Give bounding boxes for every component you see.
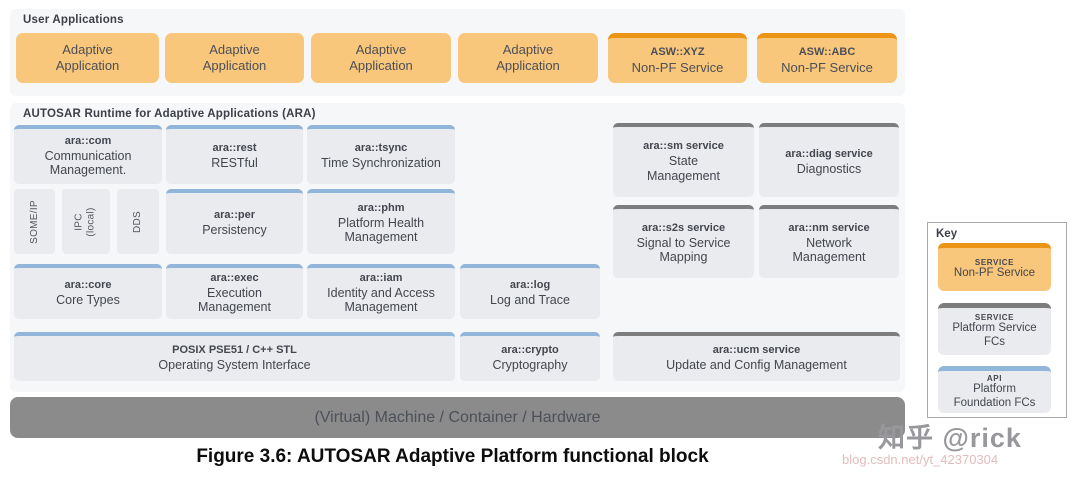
hardware-bar-label: (Virtual) Machine / Container / Hardware (314, 408, 601, 426)
block-title: POSIX PSE51 / C++ STL (172, 344, 297, 357)
block-ipc-local: IPC (local) (62, 189, 110, 254)
block-title: ara::log (509, 279, 551, 292)
block-ara-per: ara::per Persistency (166, 189, 303, 254)
user-applications-panel (10, 9, 905, 96)
block-title: ara::rest (212, 142, 257, 155)
block-subtitle: Platform Health Management (337, 215, 425, 245)
block-subtitle: Operating System Interface (158, 358, 311, 372)
block-subtitle: Time Synchronization (321, 156, 441, 170)
block-label: Adaptive Application (349, 41, 413, 73)
block-subtitle: RESTful (211, 156, 258, 170)
key-item-non-pf-service: SERVICE Non-PF Service (938, 243, 1051, 291)
block-subtitle: Communication Management. (44, 148, 132, 178)
block-subtitle: Signal to Service Mapping (636, 235, 731, 265)
block-title: ara::phm (357, 201, 405, 214)
block-asw-abc: ASW::ABC Non-PF Service (757, 33, 897, 83)
key-item-label: Non-PF Service (953, 267, 1036, 280)
block-ara-phm: ara::phm Platform Health Management (307, 189, 455, 254)
block-ara-ucm-service: ara::ucm service Update and Config Manag… (613, 332, 900, 381)
block-title: ara::s2s service (641, 221, 726, 234)
block-title: ara::nm service (788, 221, 870, 234)
block-label: IPC (local) (73, 206, 97, 237)
block-subtitle: Update and Config Management (666, 358, 847, 372)
key-item-tag: API (986, 373, 1003, 383)
key-item-label: Platform Foundation FCs (953, 382, 1036, 409)
block-ara-core: ara::core Core Types (14, 264, 162, 319)
key-item-tag: SERVICE (974, 313, 1015, 323)
csdn-watermark: blog.csdn.net/yt_42370304 (842, 452, 999, 467)
block-subtitle: Diagnostics (796, 161, 862, 176)
block-title: ara::sm service (643, 140, 724, 153)
block-label: Adaptive Application (55, 41, 120, 73)
block-subtitle: Non-PF Service (631, 59, 724, 75)
block-title: ara::per (214, 209, 255, 222)
block-subtitle: Persistency (202, 223, 267, 237)
block-title: ara::iam (359, 271, 403, 284)
ara-label: AUTOSAR Runtime for Adaptive Application… (23, 108, 316, 120)
block-label: Adaptive Application (496, 41, 560, 73)
block-subtitle: Log and Trace (490, 293, 570, 307)
block-title: ASW::XYZ (650, 46, 705, 59)
block-label: DDS (131, 210, 143, 233)
block-ara-exec: ara::exec Execution Management (166, 264, 303, 319)
block-subtitle: State Management (647, 154, 720, 183)
block-ara-iam: ara::iam Identity and Access Management (307, 264, 455, 319)
block-adaptive-application-3: Adaptive Application (311, 33, 451, 83)
figure-caption: Figure 3.6: AUTOSAR Adaptive Platform fu… (196, 446, 709, 467)
block-label: SOME/IP (28, 199, 40, 244)
block-subtitle: Execution Management (198, 285, 271, 315)
zhihu-watermark: 知乎 @rick (878, 423, 1022, 453)
hardware-bar: (Virtual) Machine / Container / Hardware (10, 397, 905, 438)
key-item-tag: SERVICE (974, 258, 1015, 268)
block-adaptive-application-4: Adaptive Application (458, 33, 598, 83)
block-ara-s2s-service: ara::s2s service Signal to Service Mappi… (613, 205, 754, 278)
block-title: ara::ucm service (712, 344, 801, 357)
key-item-platform-service-fcs: SERVICE Platform Service FCs (938, 303, 1051, 355)
block-subtitle: Network Management (792, 235, 866, 265)
block-title: ara::diag service (785, 147, 873, 160)
block-ara-sm-service: ara::sm service State Management (613, 123, 754, 197)
block-dds: DDS (117, 189, 159, 254)
block-title: ara::exec (210, 271, 259, 284)
block-ara-log: ara::log Log and Trace (460, 264, 600, 319)
block-ara-rest: ara::rest RESTful (166, 125, 303, 184)
key-item-label: Platform Service FCs (952, 322, 1037, 348)
block-adaptive-application-2: Adaptive Application (165, 33, 304, 83)
block-title: ASW::ABC (798, 46, 856, 59)
block-title: ara::tsync (354, 142, 408, 155)
block-ara-diag-service: ara::diag service Diagnostics (759, 123, 899, 197)
block-title: ara::crypto (501, 344, 559, 357)
block-label: Adaptive Application (202, 41, 267, 73)
block-title: ara::core (64, 279, 112, 292)
key-item-platform-foundation-fcs: API Platform Foundation FCs (938, 366, 1051, 413)
block-ara-tsync: ara::tsync Time Synchronization (307, 125, 455, 184)
block-someip: SOME/IP (14, 189, 55, 254)
block-subtitle: Non-PF Service (781, 59, 873, 75)
block-ara-com: ara::com Communication Management. (14, 125, 162, 184)
block-ara-nm-service: ara::nm service Network Management (759, 205, 899, 278)
block-subtitle: Cryptography (492, 358, 568, 372)
key-label: Key (936, 228, 958, 240)
block-posix-os-interface: POSIX PSE51 / C++ STL Operating System I… (14, 332, 455, 381)
block-subtitle: Core Types (56, 293, 120, 307)
user-applications-label: User Applications (23, 14, 124, 26)
block-asw-xyz: ASW::XYZ Non-PF Service (608, 33, 747, 83)
block-adaptive-application-1: Adaptive Application (16, 33, 159, 83)
block-title: ara::com (64, 134, 112, 147)
block-ara-crypto: ara::crypto Cryptography (460, 332, 600, 381)
block-subtitle: Identity and Access Management (327, 285, 435, 315)
